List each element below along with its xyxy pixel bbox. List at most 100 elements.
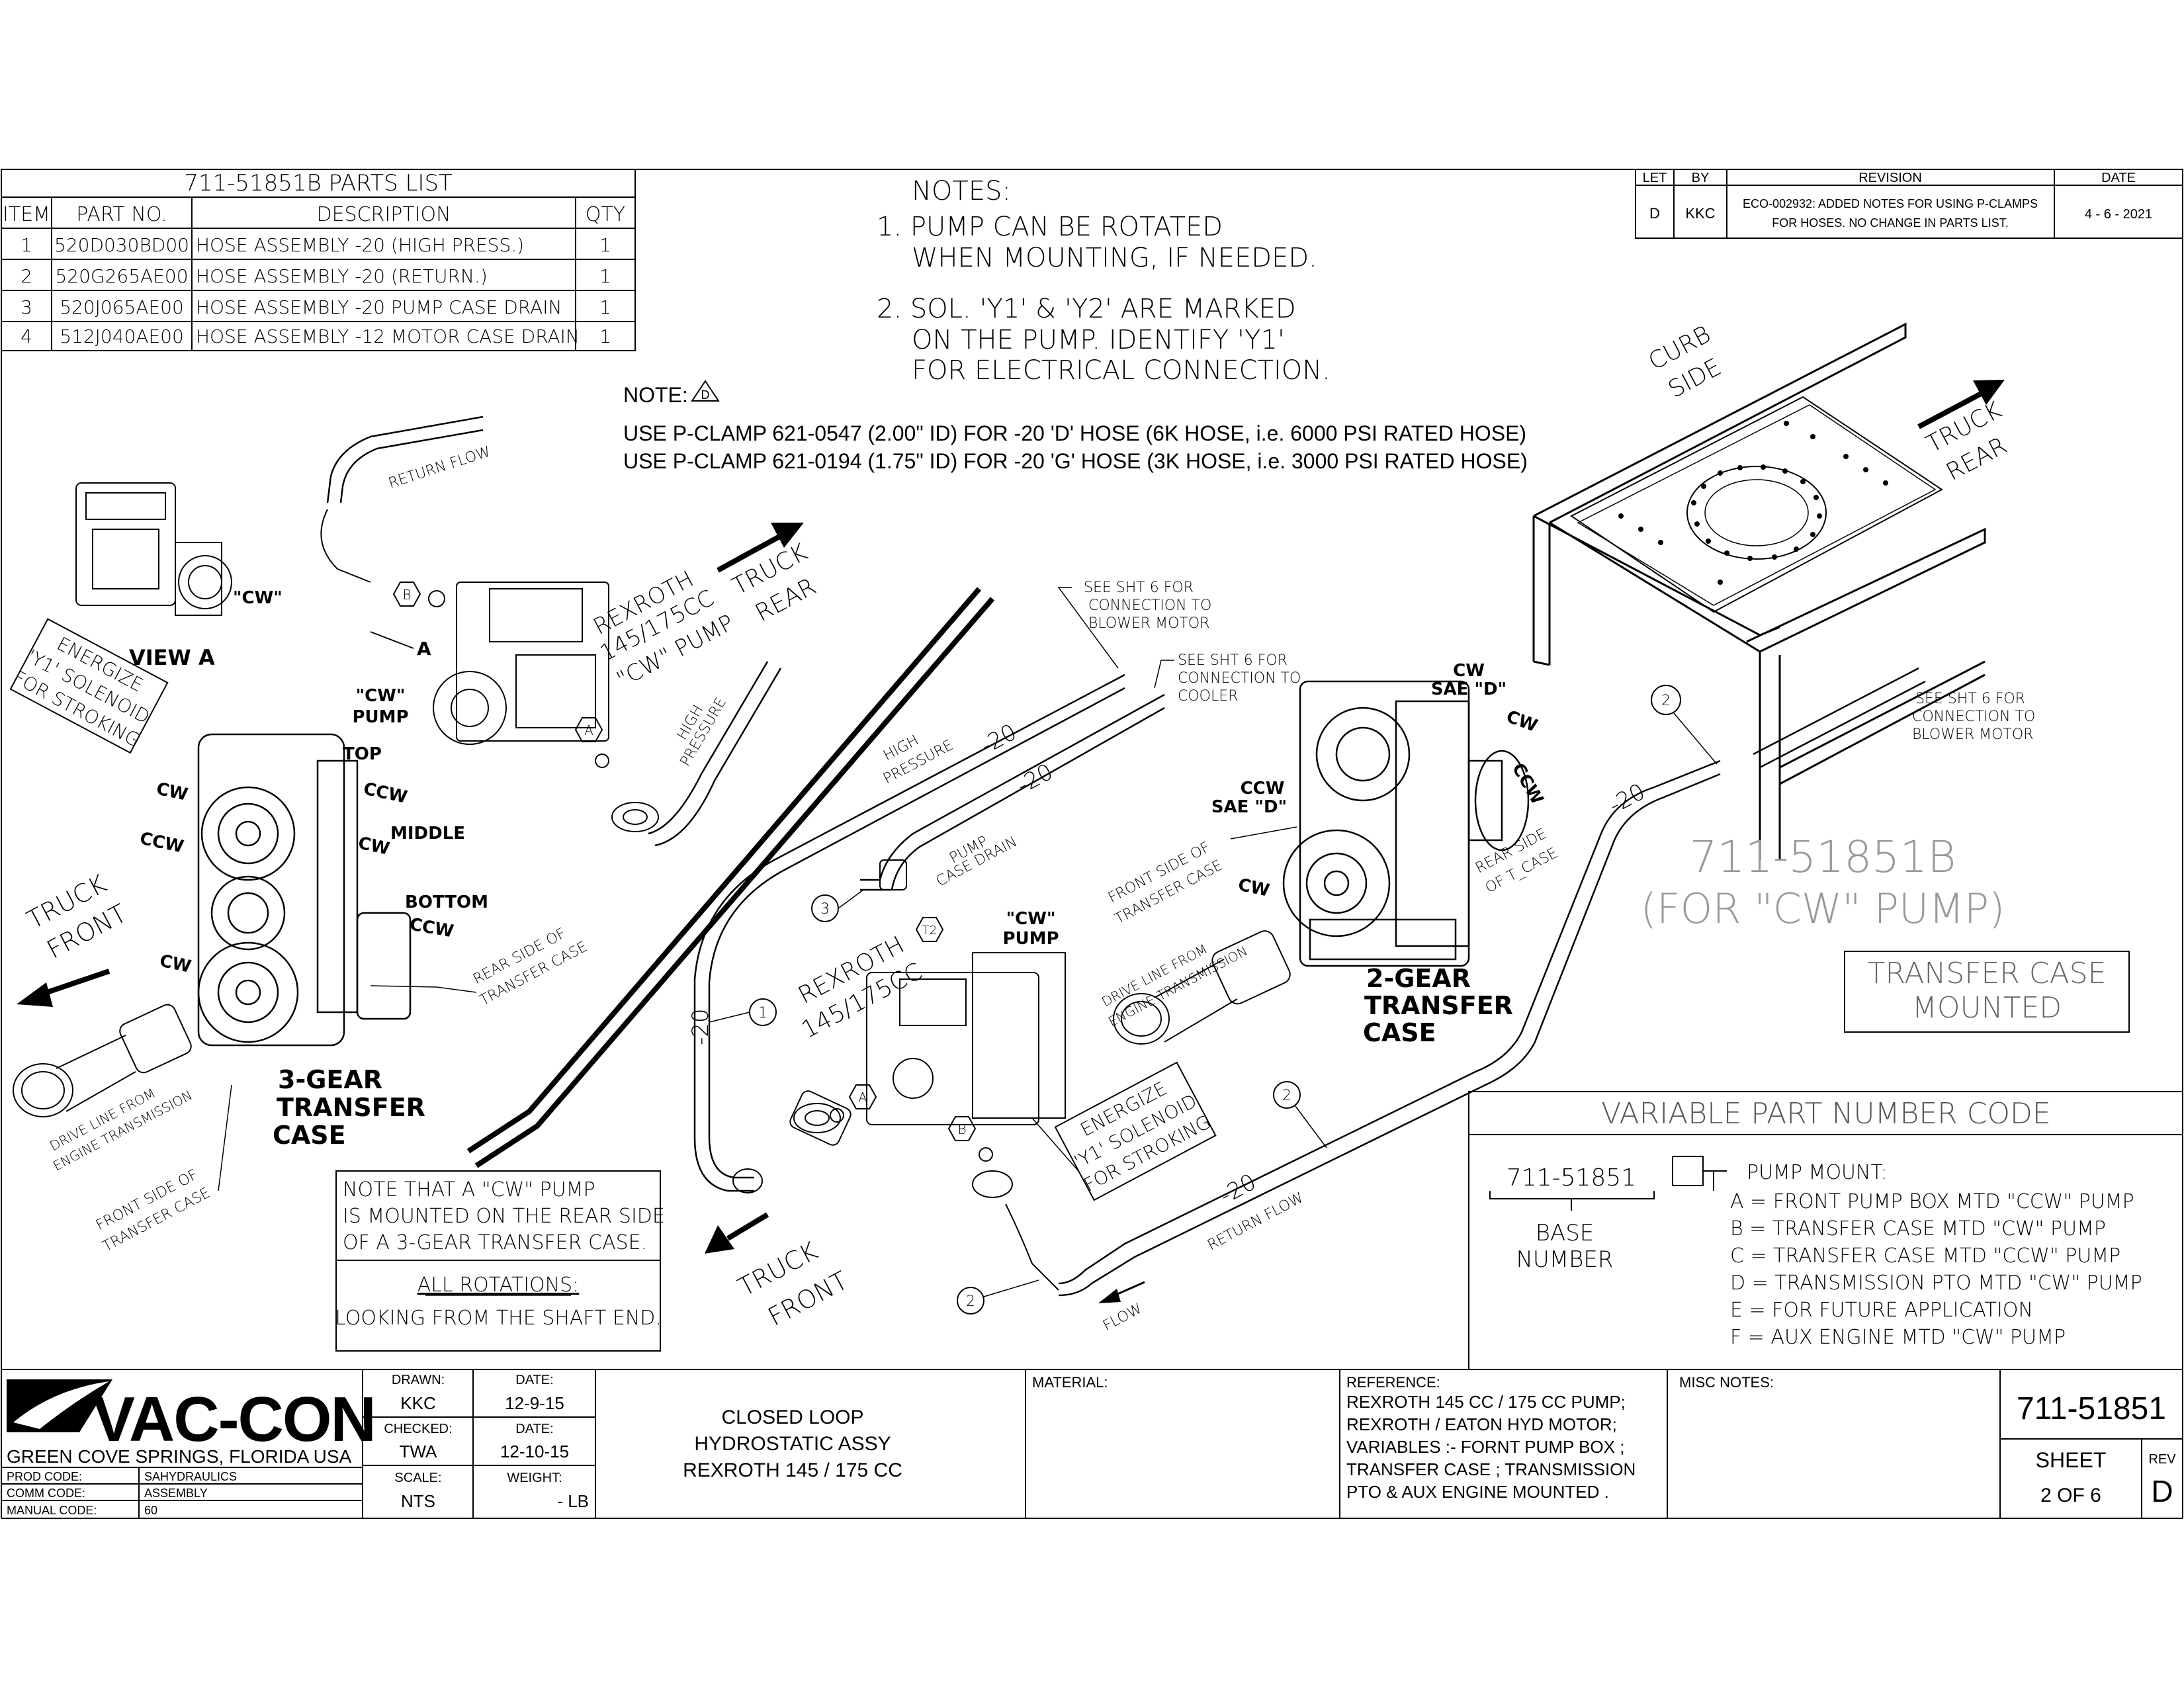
callout-t2: T2 (915, 917, 944, 942)
assembly-pump-type: (FOR "CW" PUMP) (1641, 885, 2005, 933)
top-cw-pump-line-1: "CW" (356, 686, 406, 706)
callout-hex-a-top: A (574, 717, 603, 742)
return-flow-hose (326, 415, 484, 503)
note-2-line-3: FOR ELECTRICAL CONNECTION. (912, 355, 1331, 386)
parts-row-2-item: 2 (21, 265, 32, 287)
truck-frame-diagonal-rail (466, 587, 995, 1168)
callout-hex-a-bottom: A (848, 1084, 877, 1109)
note-1-line-2: WHEN MOUNTING, IF NEEDED. (912, 243, 1317, 273)
fittings (320, 509, 1059, 1291)
callout-2-bottom: 2 (957, 1287, 984, 1315)
parts-header-qty: QTY (586, 203, 625, 226)
hose-lines (326, 415, 1926, 1297)
see-sht6-blower-right-label: SEE SHT 6 FOR CONNECTION TO BLOWER MOTOR (1912, 691, 2035, 743)
see-sht6-blower-line-2: CONNECTION TO (1088, 597, 1211, 614)
callout-t2-label: T2 (922, 924, 937, 937)
company-logo-text: VAC-CON (93, 1384, 375, 1455)
variable-base-number: 711-51851 (1507, 1164, 1636, 1191)
hose-1-high-pressure (693, 673, 1125, 1192)
checked-date-label: DATE: (515, 1422, 553, 1436)
callout-3-number: 3 (820, 901, 830, 918)
callout-2-bottom-number: 2 (966, 1293, 975, 1310)
three-gear-line-3: CASE (273, 1121, 346, 1150)
variable-option-f: F = AUX ENGINE MTD "CW" PUMP (1730, 1326, 2066, 1349)
view-a-pump-illustration (75, 482, 232, 616)
notes-block: NOTES: 1. PUMP CAN BE ROTATED WHEN MOUNT… (877, 176, 1331, 386)
view-a-callout-letter: A (417, 638, 431, 660)
drawing-title-line-3: REXROTH 145 / 175 CC (683, 1459, 902, 1481)
three-gear-transfer-case-illustration (197, 733, 412, 1047)
variable-code-title: VARIABLE PART NUMBER CODE (1601, 1097, 2051, 1131)
title-block-lines (1, 1369, 2183, 1519)
see-sht6-cooler-line-3: COOLER (1178, 688, 1238, 705)
comm-code-value: ASSEMBLY (144, 1487, 208, 1500)
callout-hex-b-bottom-letter: B (957, 1121, 966, 1137)
notes-title: NOTES: (912, 176, 1011, 206)
manual-code-value: 60 (144, 1504, 157, 1517)
prod-code-label: PROD CODE: (7, 1470, 82, 1483)
callout-2-mid: 2 (1273, 1081, 1301, 1109)
see-sht6-cooler-label: SEE SHT 6 FOR CONNECTION TO COOLER (1178, 652, 1301, 705)
drawing-title-line-1: CLOSED LOOP (721, 1406, 863, 1428)
note-1-line-1: 1. PUMP CAN BE ROTATED (877, 212, 1223, 242)
three-gear-top-label: TOP (343, 744, 382, 764)
see-sht6-blower-line-3: BLOWER MOTOR (1088, 615, 1209, 632)
reference-line-5: PTO & AUX ENGINE MOUNTED . (1346, 1482, 1609, 1502)
weight-value: - LB (557, 1491, 589, 1511)
mount-type-line-1: TRANSFER CASE (1868, 957, 2107, 990)
warning-triangle-icon: D (691, 380, 720, 402)
see-sht6-blower-right-line-2: CONNECTION TO (1912, 709, 2035, 725)
mount-type-box (1844, 951, 2130, 1033)
callout-hex-b-bottom: B (947, 1116, 977, 1141)
drawing-title-line-2: HYDROSTATIC ASSY (694, 1433, 891, 1455)
checked-date-value: 12-10-15 (500, 1442, 569, 1461)
reference-line-4: TRANSFER CASE ; TRANSMISSION (1346, 1459, 1636, 1479)
parts-row-1-partno: 520D030BD00 (54, 234, 189, 256)
parts-row-4-item: 4 (21, 325, 32, 347)
scale-label: SCALE: (394, 1471, 441, 1485)
parts-row-4-partno: 512J040AE00 (60, 325, 184, 347)
revision-header-let: LET (1643, 171, 1667, 185)
truck-frame-drawing (1532, 322, 1986, 860)
rotations-text: LOOKING FROM THE SHAFT END. (335, 1307, 662, 1330)
drawn-date-label: DATE: (515, 1373, 553, 1387)
see-sht6-blower-line-1: SEE SHT 6 FOR (1084, 580, 1194, 596)
callout-2-top-number: 2 (1661, 693, 1671, 709)
material-label: MATERIAL: (1032, 1374, 1108, 1391)
see-sht6-cooler-line-2: CONNECTION TO (1178, 670, 1301, 687)
callout-2-mid-number: 2 (1282, 1088, 1291, 1104)
checked-label: CHECKED: (384, 1422, 452, 1436)
bottom-cw-pump-line-2: PUMP (1002, 929, 1059, 949)
parts-row-1-item: 1 (21, 234, 32, 256)
comm-code-label: COMM CODE: (7, 1487, 85, 1500)
vac-con-logo: VAC-CON (7, 1379, 376, 1455)
top-pump-illustration (433, 582, 609, 745)
three-gear-middle-label: MIDDLE (390, 824, 465, 844)
callout-hex-a-bottom-letter: A (858, 1090, 867, 1105)
callout-1-number: 1 (758, 1005, 767, 1021)
revision-by: KKC (1685, 205, 1715, 222)
view-a-cw-label: "CW" (233, 588, 283, 608)
pclamp-line-2: USE P-CLAMP 621-0194 (1.75" ID) FOR -20 … (623, 449, 1528, 473)
top-cw-pump-line-2: PUMP (352, 707, 408, 727)
two-gear-ccw-sae-line-2: SAE "D" (1211, 797, 1287, 817)
two-gear-line-3: CASE (1363, 1018, 1436, 1047)
two-gear-label: 2-GEAR TRANSFER CASE (1363, 964, 1513, 1047)
parts-row-1-qty: 1 (599, 234, 611, 256)
callout-3: 3 (811, 894, 839, 922)
drawn-label: DRAWN: (392, 1373, 445, 1387)
company-location: GREEN COVE SPRINGS, FLORIDA USA (7, 1446, 352, 1467)
high-pressure-hose-left (648, 661, 769, 835)
rev-label: REV (2148, 1452, 2176, 1467)
prod-code-value: SAHYDRAULICS (144, 1470, 237, 1483)
three-gear-line-1: 3-GEAR (278, 1065, 382, 1094)
parts-header-item: ITEM (3, 203, 50, 226)
see-sht6-blower-label: SEE SHT 6 FOR CONNECTION TO BLOWER MOTOR (1084, 580, 1211, 632)
pclamp-note-label: NOTE: (623, 383, 688, 407)
parts-list-headers: ITEM PART NO. DESCRIPTION QTY (3, 203, 625, 226)
pclamp-note: NOTE: D USE P-CLAMP 621-0547 (2.00" ID) … (623, 380, 1528, 473)
reference-line-2: REXROTH / EATON HYD MOTOR; (1346, 1414, 1617, 1434)
two-gear-line-1: 2-GEAR (1366, 964, 1471, 993)
assembly-part-number: 711-51851B (1690, 832, 1956, 883)
cw-note-line-3: OF A 3-GEAR TRANSFER CASE. (343, 1231, 647, 1254)
